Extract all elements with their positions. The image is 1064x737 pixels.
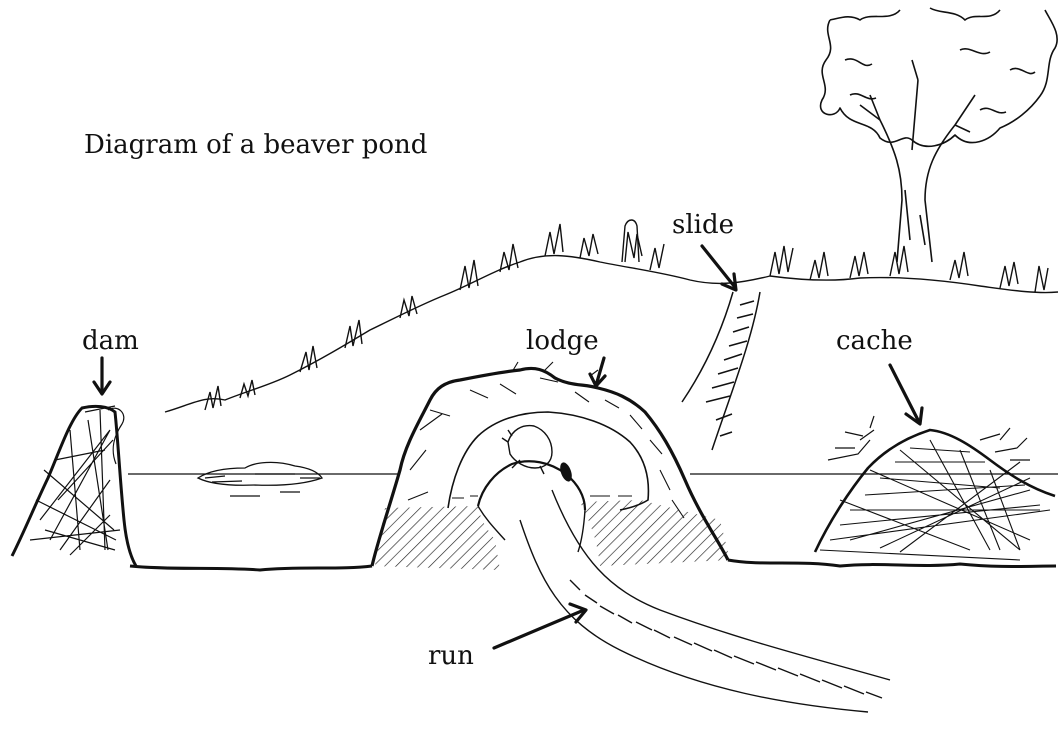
lodge-arrow	[590, 358, 605, 386]
lodge-underwater-left	[375, 506, 500, 570]
dam	[12, 406, 136, 566]
tree-trunk	[870, 80, 975, 262]
arrows	[94, 246, 922, 648]
cache-arrow	[890, 365, 922, 424]
label-dam: dam	[82, 328, 139, 354]
diagram-title: Diagram of a beaver pond	[84, 132, 427, 158]
label-slide: slide	[672, 212, 734, 238]
tree	[821, 8, 1058, 262]
label-run: run	[428, 643, 474, 669]
lodge	[372, 362, 730, 570]
cache	[815, 416, 1055, 560]
label-lodge: lodge	[526, 328, 599, 354]
slide	[682, 292, 760, 450]
label-cache: cache	[836, 328, 913, 354]
lodge-beaver	[502, 426, 574, 483]
run-arrow	[494, 604, 586, 648]
bank-grass	[165, 220, 1058, 412]
pond-bottom	[130, 560, 1056, 570]
dam-arrow	[94, 358, 110, 394]
tree-canopy	[821, 8, 1058, 146]
swimming-beaver	[198, 462, 322, 496]
lodge-underwater-right	[580, 500, 730, 566]
